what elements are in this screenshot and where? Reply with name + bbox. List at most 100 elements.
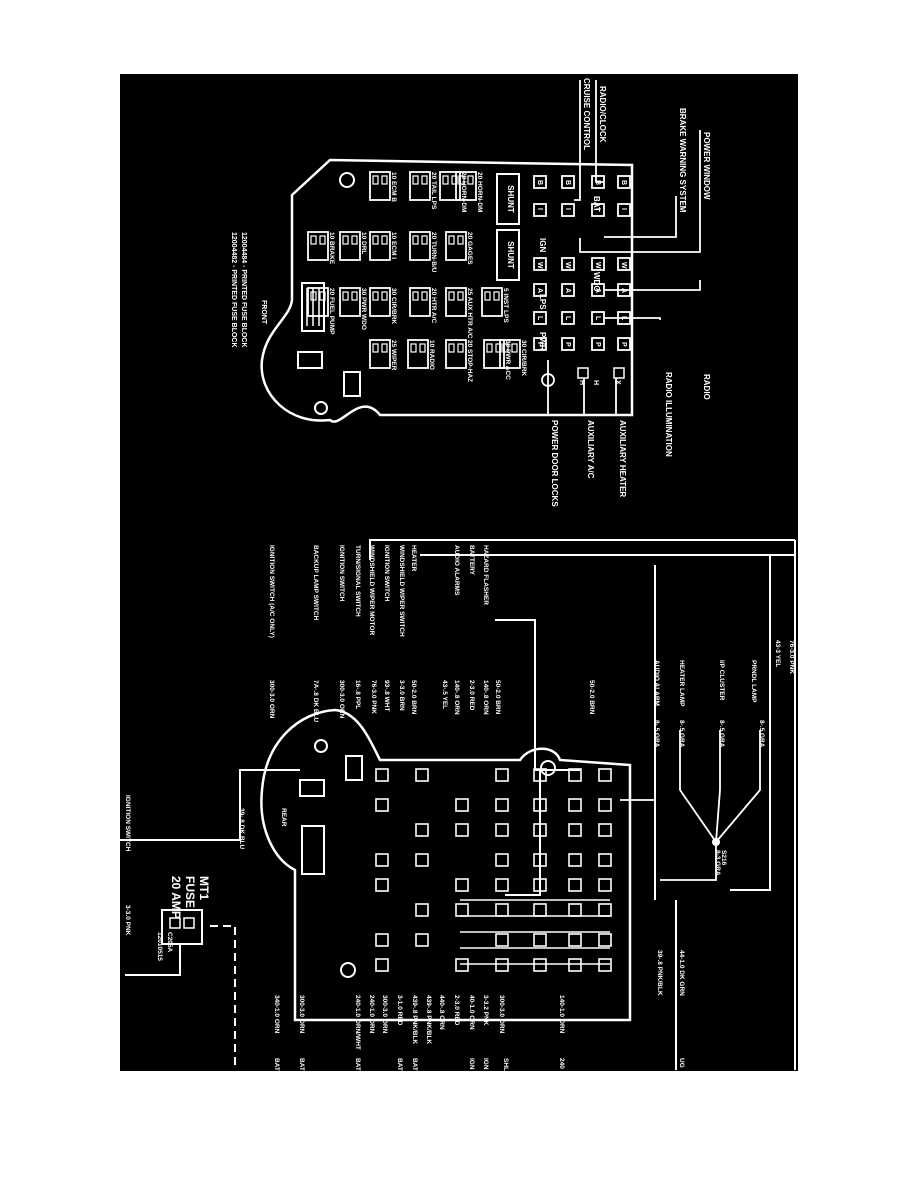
fuse-blade (410, 343, 417, 353)
lower-terminal (495, 958, 509, 972)
lower-terminal (455, 878, 469, 892)
lower-terminal (375, 958, 389, 972)
fuse-blade (448, 343, 455, 353)
top-wire-label: S216 (720, 850, 727, 866)
fuse-cavity (409, 171, 431, 201)
lower-terminal (533, 853, 547, 867)
fuse-blade (310, 235, 317, 245)
callout-radio-clock: RADIO/CLOCK (598, 86, 607, 143)
lower-terminal (415, 903, 429, 917)
left-wire-label: WINDSHIELD WIPER MOTOR (368, 545, 375, 635)
right-wire-code: 140-1.0 ORN (558, 995, 565, 1034)
right-wire-code: 240-1.0 ORN (368, 995, 375, 1034)
connector-letter: A (536, 288, 543, 293)
terminal-letter: X (614, 380, 621, 385)
connector-terminal (561, 337, 575, 351)
left-wire-code: 50-2.0 BRN (494, 680, 501, 715)
top-wire-label: 8-3 GRA (714, 850, 721, 876)
connector-letter: P (536, 342, 543, 347)
fuse-cavity (409, 231, 431, 261)
lower-terminal (495, 798, 509, 812)
connector-terminal (591, 203, 605, 217)
fuse-cavity (409, 287, 431, 317)
lower-terminal (598, 878, 612, 892)
lower-terminal (533, 823, 547, 837)
bottom-label: C205A (166, 932, 173, 953)
fuse-label: 10 BRAKE (328, 232, 335, 265)
lower-frame (369, 539, 796, 1070)
connector-letter: W (620, 262, 627, 269)
top-wire-label: 8-.5 GRA (758, 720, 765, 748)
lower-terminal (533, 958, 547, 972)
mt1-fuse-label: MT1 (197, 876, 211, 900)
fuse-blade (319, 235, 326, 245)
lower-terminal (568, 823, 582, 837)
lower-terminal (415, 853, 429, 867)
connector-terminal (533, 203, 547, 217)
connector-terminal (561, 283, 575, 297)
fuse-label: 20 HTR A/C (430, 288, 437, 323)
connector-letter: B (536, 180, 543, 185)
callout-auxiliary-ac: AUXILIARY A/C (586, 420, 595, 479)
lower-fuse-block (260, 708, 632, 1022)
cavity-label-pwr: PWR (538, 332, 547, 351)
cavity-labels: BAT IGN WDO LPS PWR (538, 196, 601, 351)
fuse-blade (319, 291, 326, 301)
right-wire-code: 3-1.0 RED (396, 995, 403, 1026)
lower-terminal (568, 878, 582, 892)
lower-terminal (598, 823, 612, 837)
connector-letter: A (564, 288, 571, 293)
edge-label: BAT (396, 1058, 403, 1071)
left-wire-code: 140-.8 ORN (453, 680, 460, 715)
connector-terminal (561, 311, 575, 325)
front-label: FRONT (260, 300, 267, 325)
fuse-blade (381, 343, 388, 353)
top-wire-label: HEATER LAMP (678, 660, 685, 707)
connector-terminal (533, 337, 547, 351)
lower-terminal (568, 933, 582, 947)
fuse-cavity (407, 339, 429, 369)
left-wire-code: 300-3.0 ORN (268, 680, 275, 719)
fuse-cavity (307, 287, 329, 317)
lower-terminal (455, 958, 469, 972)
connector-letter: W (536, 262, 543, 269)
fuse-label: 20 HORN-DM (460, 172, 467, 212)
lower-terminal (598, 798, 612, 812)
fuse-cavity (445, 231, 467, 261)
mt1-fuse-label: 20 AMP (169, 876, 183, 919)
left-wire-code: 7A-.8 DK BLU (312, 680, 319, 723)
edge-label: BAT (354, 1058, 361, 1071)
splice-s216 (620, 730, 761, 881)
left-wire-code: 50-2.0 BRN (410, 680, 417, 715)
fuse-blade (486, 343, 493, 353)
right-wire-code: 440-.8 ORN (438, 995, 445, 1030)
fuse-blade (419, 343, 426, 353)
callout-leaders (541, 80, 701, 416)
lower-terminal (455, 798, 469, 812)
fuse-blade (351, 291, 358, 301)
lower-terminal (375, 853, 389, 867)
left-wire-code: 140-.8 ORN (482, 680, 489, 715)
callout-cruise-control: CRUISE CONTROL (582, 78, 591, 150)
fuse-blade (451, 175, 458, 185)
callout-brake-warning: BRAKE WARNING SYSTEM (678, 108, 687, 213)
left-wire-code: 43-.5 YEL (441, 680, 448, 709)
fuse-label: 10 RADIO (428, 340, 435, 370)
lower-terminal (568, 853, 582, 867)
connector-terminal (591, 257, 605, 271)
top-wire-label: 76-3.0 PNK (788, 640, 795, 674)
lower-terminal (533, 798, 547, 812)
right-wire-code: 300-3.0 ORN (381, 995, 388, 1034)
fuse-label: 30 PWR WDO (360, 288, 367, 330)
fuse-blade (372, 235, 379, 245)
lower-terminal (568, 768, 582, 782)
fuse-blade (412, 291, 419, 301)
connector-letter: L (536, 316, 543, 321)
right-wire-code: 39-.8 PNK/BLK (656, 950, 663, 996)
fuse-cavity (439, 171, 461, 201)
shunt-group: SHUNT SHUNT (496, 173, 520, 281)
left-wire-label: AUDIO ALARMS (453, 545, 460, 596)
connector-terminal (533, 257, 547, 271)
edge-label: SHL (502, 1058, 509, 1071)
